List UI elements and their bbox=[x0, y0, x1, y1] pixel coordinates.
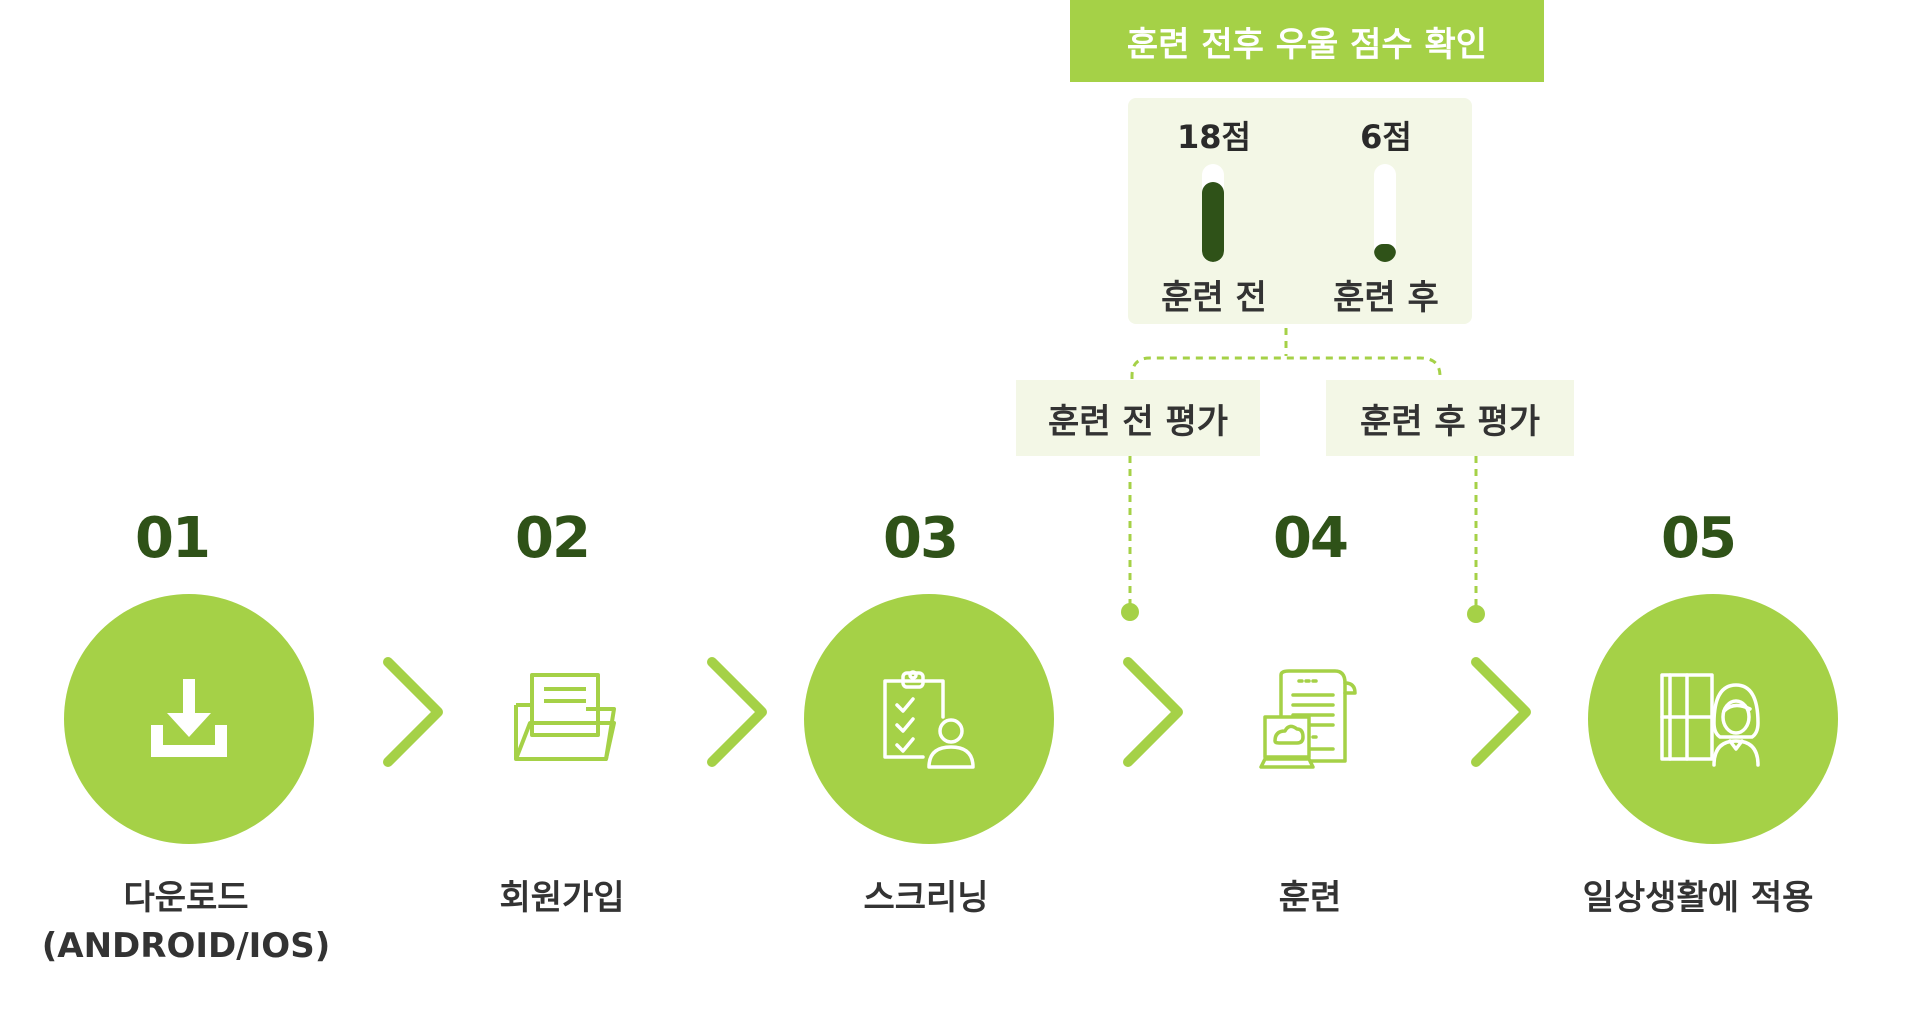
score-before-gauge bbox=[1202, 164, 1224, 262]
laptop-document-icon bbox=[1259, 669, 1357, 769]
post-evaluation-box: 훈련 후 평가 bbox=[1326, 380, 1574, 456]
step-number-3: 03 bbox=[883, 506, 959, 571]
score-after-gauge-fill bbox=[1374, 244, 1396, 262]
step-label-3: 스크리닝 bbox=[863, 878, 989, 918]
score-after-label: 훈련 후 bbox=[1333, 278, 1439, 318]
step-5-circle bbox=[1588, 594, 1838, 844]
title-banner: 훈련 전후 우울 점수 확인 bbox=[1070, 0, 1544, 82]
step-number-4: 04 bbox=[1273, 506, 1349, 571]
step-4-icon-area bbox=[1186, 594, 1436, 844]
chevron-right-icon bbox=[707, 657, 767, 767]
step-3-circle bbox=[804, 594, 1054, 844]
chevron-right-icon bbox=[1123, 657, 1183, 767]
clipboard-checklist-icon bbox=[883, 670, 975, 769]
title-text: 훈련 전후 우울 점수 확인 bbox=[1126, 24, 1488, 65]
post-evaluation-label: 훈련 후 평가 bbox=[1359, 401, 1541, 442]
woman-window-icon bbox=[1660, 673, 1760, 767]
step-label-1: 다운로드 (ANDROID/IOS) bbox=[6, 874, 366, 970]
score-panel: 18점 훈련 전 6점 훈련 후 bbox=[1128, 98, 1472, 324]
step-label-2: 회원가입 bbox=[499, 878, 625, 918]
score-before: 18점 훈련 전 bbox=[1128, 98, 1300, 324]
step-number-1: 01 bbox=[135, 506, 211, 571]
pre-evaluation-box: 훈련 전 평가 bbox=[1016, 380, 1260, 456]
connector-dot-post bbox=[1467, 605, 1485, 623]
step-label-1-line1: 다운로드 bbox=[123, 878, 249, 918]
step-label-4: 훈련 bbox=[1278, 878, 1342, 918]
pre-evaluation-label: 훈련 전 평가 bbox=[1047, 401, 1229, 442]
score-before-label: 훈련 전 bbox=[1161, 278, 1267, 318]
folder-form-icon bbox=[514, 673, 616, 761]
score-after-gauge bbox=[1374, 164, 1396, 262]
chevron-right-icon bbox=[1471, 657, 1531, 767]
step-number-2: 02 bbox=[515, 506, 591, 571]
step-1-circle bbox=[64, 594, 314, 844]
download-icon bbox=[151, 679, 227, 757]
step-2-icon-area bbox=[440, 594, 690, 844]
score-before-gauge-fill bbox=[1202, 181, 1224, 262]
connector-dot-pre bbox=[1121, 603, 1139, 621]
step-label-1-line2: (ANDROID/IOS) bbox=[41, 926, 331, 966]
score-before-value: 18점 bbox=[1177, 118, 1251, 156]
score-after: 6점 훈련 후 bbox=[1300, 98, 1472, 324]
chevron-right-icon bbox=[383, 657, 443, 767]
step-number-5: 05 bbox=[1661, 506, 1737, 571]
step-label-5: 일상생활에 적용 bbox=[1582, 878, 1814, 918]
score-after-value: 6점 bbox=[1360, 118, 1412, 156]
